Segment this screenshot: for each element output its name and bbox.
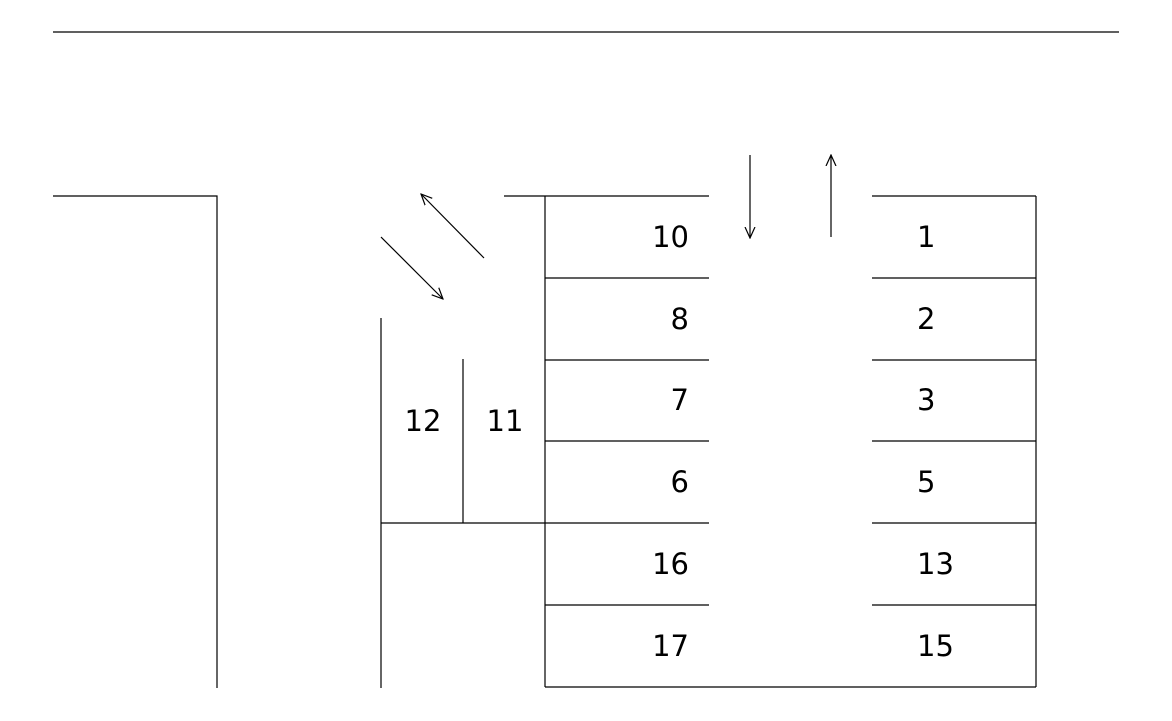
left-building-outline — [53, 195, 218, 688]
space-label-5: 5 — [917, 465, 935, 499]
side-space-block — [381, 359, 545, 524]
space-label-10: 10 — [652, 220, 689, 254]
right-space-block — [872, 195, 1037, 687]
space-label-8: 8 — [671, 302, 689, 336]
space-label-13: 13 — [917, 547, 954, 581]
diagonal-down-right-arrow-icon — [380, 236, 443, 299]
space-label-7: 7 — [671, 383, 689, 417]
space-label-2: 2 — [917, 302, 935, 336]
space-label-3: 3 — [917, 383, 935, 417]
left-space-block — [544, 195, 1036, 688]
space-label-12: 12 — [405, 404, 442, 438]
space-label-16: 16 — [652, 547, 689, 581]
diagonal-up-left-arrow-icon — [421, 194, 485, 259]
space-label-17: 17 — [652, 629, 689, 663]
space-label-1: 1 — [917, 220, 935, 254]
space-label-15: 15 — [917, 629, 954, 663]
space-label-6: 6 — [671, 465, 689, 499]
space-label-11: 11 — [487, 404, 524, 438]
